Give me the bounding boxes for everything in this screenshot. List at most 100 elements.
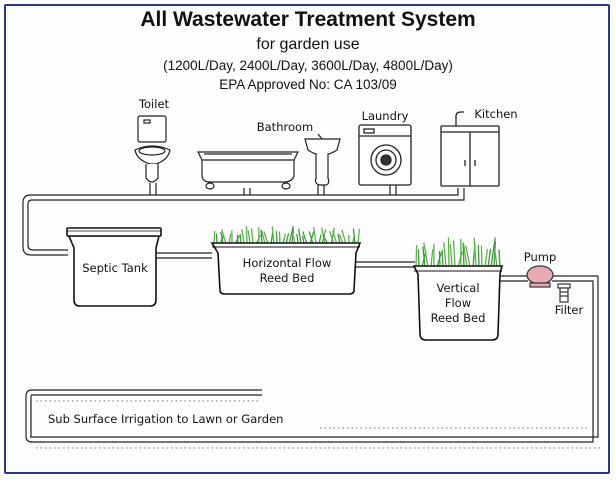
svg-text:' ': ' ' <box>387 446 393 454</box>
svg-text:' ': ' ' <box>63 399 69 407</box>
svg-text:' ': ' ' <box>504 446 510 454</box>
svg-text:' ': ' ' <box>153 399 159 407</box>
svg-text:' ': ' ' <box>365 426 371 434</box>
svg-text:' ': ' ' <box>423 446 429 454</box>
svg-text:' ': ' ' <box>90 446 96 454</box>
svg-text:' ': ' ' <box>536 426 542 434</box>
svg-text:' ': ' ' <box>441 446 447 454</box>
svg-text:' ': ' ' <box>261 446 267 454</box>
svg-text:' ': ' ' <box>428 426 434 434</box>
svg-text:' ': ' ' <box>338 426 344 434</box>
svg-text:' ': ' ' <box>54 446 60 454</box>
svg-text:' ': ' ' <box>464 426 470 434</box>
svg-text:' ': ' ' <box>459 446 465 454</box>
svg-text:' ': ' ' <box>549 446 555 454</box>
svg-text:' ': ' ' <box>189 399 195 407</box>
svg-text:' ': ' ' <box>180 446 186 454</box>
svg-text:' ': ' ' <box>306 446 312 454</box>
svg-text:' ': ' ' <box>396 446 402 454</box>
svg-text:' ': ' ' <box>329 426 335 434</box>
svg-text:' ': ' ' <box>90 399 96 407</box>
svg-text:' ': ' ' <box>585 446 591 454</box>
svg-text:' ': ' ' <box>500 426 506 434</box>
svg-text:' ': ' ' <box>347 426 353 434</box>
svg-text:' ': ' ' <box>410 426 416 434</box>
svg-text:' ': ' ' <box>207 399 213 407</box>
svg-text:' ': ' ' <box>518 426 524 434</box>
svg-text:' ': ' ' <box>135 446 141 454</box>
filter-label: Filter <box>555 303 584 317</box>
svg-text:' ': ' ' <box>527 426 533 434</box>
svg-text:' ': ' ' <box>405 446 411 454</box>
svg-text:' ': ' ' <box>450 446 456 454</box>
svg-text:' ': ' ' <box>356 426 362 434</box>
svg-text:' ': ' ' <box>72 446 78 454</box>
svg-text:' ': ' ' <box>468 446 474 454</box>
svg-text:' ': ' ' <box>270 446 276 454</box>
svg-text:' ': ' ' <box>243 399 249 407</box>
vertical-bed-label-2: Flow <box>445 296 471 310</box>
svg-text:' ': ' ' <box>446 426 452 434</box>
svg-text:' ': ' ' <box>225 399 231 407</box>
svg-text:' ': ' ' <box>554 426 560 434</box>
svg-text:' ': ' ' <box>135 399 141 407</box>
pump-icon <box>526 265 554 288</box>
pump-label: Pump <box>524 250 557 264</box>
svg-text:' ': ' ' <box>252 446 258 454</box>
svg-text:' ': ' ' <box>333 446 339 454</box>
svg-text:' ': ' ' <box>486 446 492 454</box>
svg-text:' ': ' ' <box>392 426 398 434</box>
pipe-to-pump <box>500 275 599 395</box>
svg-text:' ': ' ' <box>477 446 483 454</box>
svg-text:' ': ' ' <box>225 446 231 454</box>
svg-text:' ': ' ' <box>81 399 87 407</box>
kitchen-sink-icon <box>440 111 500 187</box>
pipe-septic-to-horizontal <box>156 252 212 259</box>
horizontal-bed-label-1: Horizontal Flow <box>243 256 332 270</box>
svg-text:' ': ' ' <box>234 446 240 454</box>
svg-text:' ': ' ' <box>81 446 87 454</box>
svg-text:' ': ' ' <box>414 446 420 454</box>
svg-text:' ': ' ' <box>144 446 150 454</box>
svg-text:' ': ' ' <box>437 426 443 434</box>
svg-text:' ': ' ' <box>99 399 105 407</box>
svg-text:' ': ' ' <box>288 446 294 454</box>
horizontal-reed-bed-icon <box>210 226 362 295</box>
svg-text:' ': ' ' <box>473 426 479 434</box>
svg-text:' ': ' ' <box>63 446 69 454</box>
toilet-label: Toilet <box>138 97 170 111</box>
svg-text:' ': ' ' <box>576 446 582 454</box>
svg-text:' ': ' ' <box>36 399 42 407</box>
kitchen-label: Kitchen <box>474 107 517 121</box>
drain-pipe <box>22 183 465 256</box>
svg-text:' ': ' ' <box>189 446 195 454</box>
svg-text:' ': ' ' <box>567 446 573 454</box>
svg-text:' ': ' ' <box>153 446 159 454</box>
svg-text:' ': ' ' <box>198 399 204 407</box>
svg-text:' ': ' ' <box>401 426 407 434</box>
svg-text:' ': ' ' <box>252 399 258 407</box>
filter-icon <box>557 283 571 303</box>
bathtub-icon <box>197 151 299 190</box>
svg-text:' ': ' ' <box>126 399 132 407</box>
svg-text:' ': ' ' <box>117 446 123 454</box>
septic-tank-icon <box>66 227 162 307</box>
diagram-subtitle: for garden use <box>256 36 360 53</box>
epa-approval: EPA Approved No: CA 103/09 <box>219 77 397 92</box>
svg-text:' ': ' ' <box>558 446 564 454</box>
svg-text:' ': ' ' <box>207 446 213 454</box>
svg-text:' ': ' ' <box>171 446 177 454</box>
svg-text:' ': ' ' <box>594 446 600 454</box>
vertical-reed-bed-icon <box>412 237 504 341</box>
vertical-bed-label-1: Vertical <box>436 281 479 295</box>
washing-machine-icon <box>358 124 412 186</box>
septic-tank-label: Septic Tank <box>82 261 148 275</box>
svg-text:' ': ' ' <box>108 446 114 454</box>
svg-text:' ': ' ' <box>45 446 51 454</box>
irrigation-pipe <box>25 389 599 443</box>
svg-text:' ': ' ' <box>108 399 114 407</box>
svg-text:' ': ' ' <box>581 426 587 434</box>
bathroom-label: Bathroom <box>257 120 313 134</box>
svg-text:' ': ' ' <box>378 446 384 454</box>
svg-text:' ': ' ' <box>432 446 438 454</box>
